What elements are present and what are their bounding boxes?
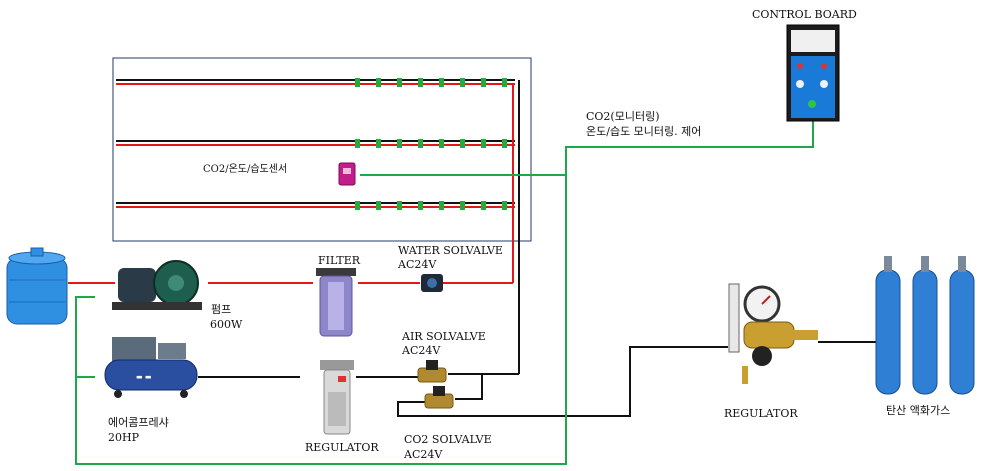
air-solvalve-image [417, 360, 447, 383]
gas-label: 탄산 액화가스 [886, 404, 950, 417]
nozzles [355, 78, 507, 210]
co2-monitoring-label-1: CO2(모니터링) [586, 110, 660, 123]
compressor-label-2: 20HP [108, 431, 140, 444]
co2-regulator-image [728, 283, 818, 384]
pump-label-2: 600W [210, 318, 243, 331]
co2-valve-joint-line [455, 374, 483, 400]
co2-monitoring-label-2: 온도/습도 모니터링. 제어 [586, 125, 701, 138]
co2-line-regulator-valve [397, 346, 728, 417]
greenhouse-frame [112, 57, 532, 242]
control-board-image [786, 24, 840, 122]
control-signal-line [75, 121, 814, 465]
co2-cylinders [875, 256, 975, 395]
nozzle-pipe-row-3 [116, 202, 515, 208]
filter-label: FILTER [318, 254, 361, 267]
air-regulator-label: REGULATOR [305, 441, 379, 454]
water-valve-label-1: WATER SOLVALVE [398, 244, 503, 257]
pump-label-1: 펌프 [211, 303, 231, 316]
co2-sensor-image [338, 162, 356, 186]
svg-text:▬ ▬: ▬ ▬ [136, 373, 151, 381]
compressor-label-1: 에어콤프레샤 [108, 416, 169, 429]
control-board-label: CONTROL BOARD [752, 8, 857, 21]
air-valve-label-2: AC24V [401, 344, 441, 357]
co2-solvalve-image [424, 386, 454, 409]
nozzle-pipe-row-1 [116, 79, 515, 85]
co2-valve-label-2: AC24V [403, 448, 443, 461]
water-solvalve-image [421, 274, 443, 292]
air-valve-label-1: AIR SOLVALVE [401, 330, 486, 343]
nozzle-pipe-row-2 [116, 140, 515, 146]
co2-regulator-label: REGULATOR [724, 407, 798, 420]
pump-image [112, 260, 202, 310]
filter-image [316, 268, 356, 337]
sensor-label: CO2/온도/습도센서 [203, 163, 287, 175]
water-tank [6, 247, 68, 325]
air-regulator-image [320, 360, 354, 435]
co2-valve-label-1: CO2 SOLVALVE [404, 433, 492, 446]
air-compressor-image: ▬ ▬ [104, 337, 198, 398]
water-valve-label-2: AC24V [397, 258, 437, 271]
